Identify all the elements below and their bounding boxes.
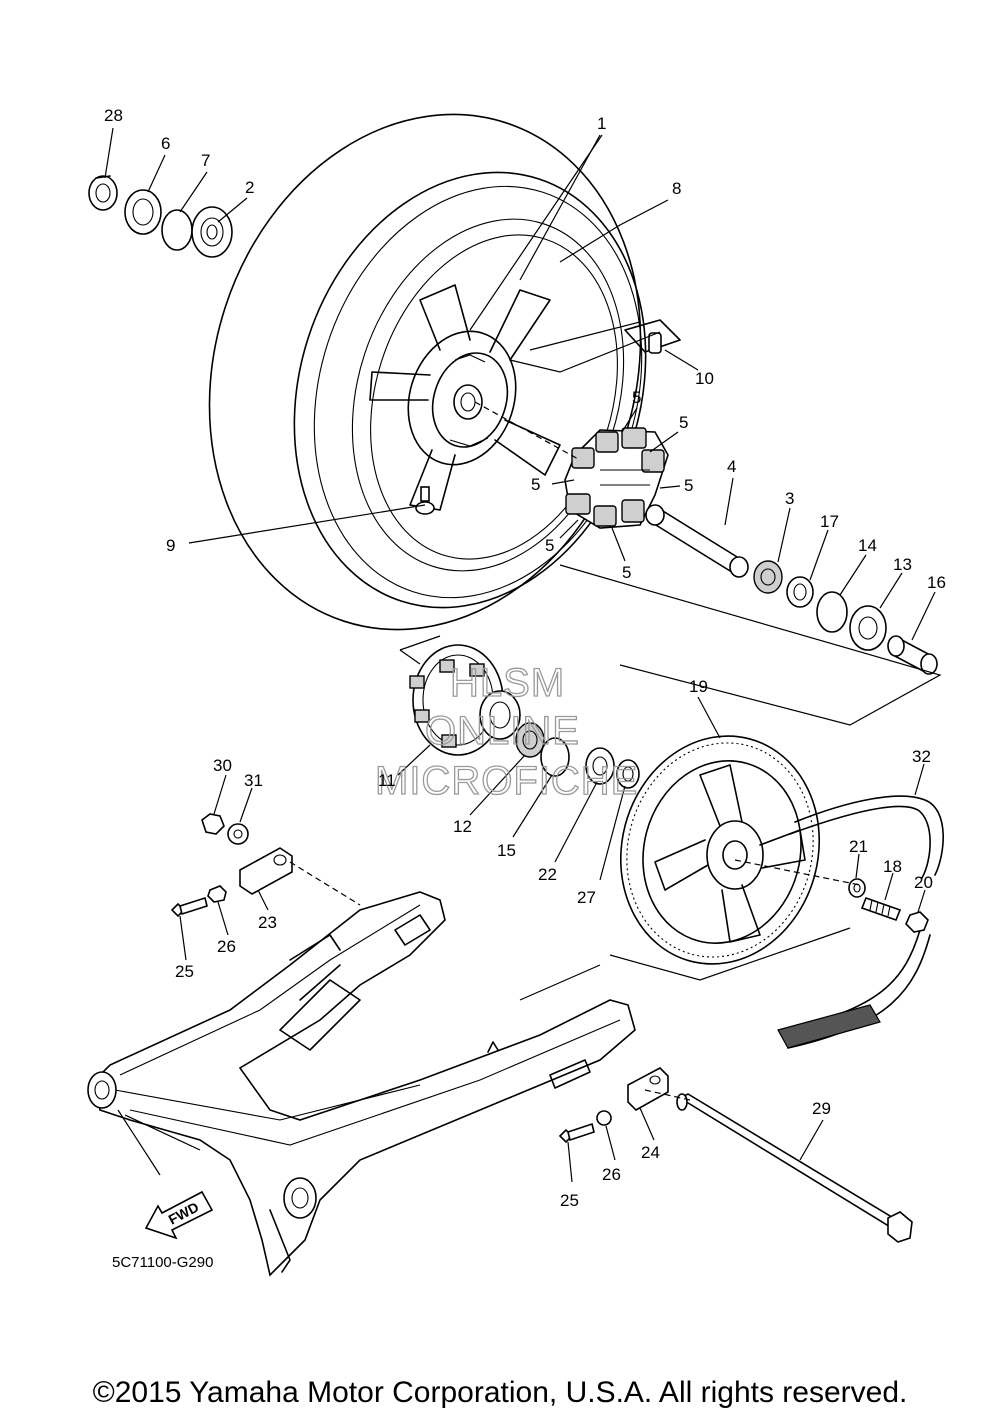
callout-21: 21 xyxy=(849,837,868,856)
callout-24: 24 xyxy=(641,1143,660,1162)
rear-pulley-19 xyxy=(619,735,821,965)
callout-25b: 25 xyxy=(560,1191,579,1210)
watermark-line-3: MICROFICHE xyxy=(375,759,638,803)
callout-5b: 5 xyxy=(679,413,688,432)
callout-4: 4 xyxy=(727,457,736,476)
callout-18: 18 xyxy=(883,857,902,876)
callout-5e: 5 xyxy=(545,536,554,555)
callout-26a: 26 xyxy=(217,937,236,956)
watermark: HLSM ONLINE MICROFICHE xyxy=(374,660,638,803)
swingarm xyxy=(87,891,636,1277)
callout-leaders xyxy=(104,127,936,1183)
callout-5c: 5 xyxy=(531,475,540,494)
assembly-guide-lines xyxy=(289,321,942,1101)
watermark-line-2: ONLINE xyxy=(425,709,580,753)
callout-11: 11 xyxy=(378,771,396,790)
callout-9: 9 xyxy=(166,536,175,555)
callout-2: 2 xyxy=(245,178,254,197)
right-axle-stack xyxy=(645,504,938,675)
left-bearing-stack xyxy=(88,175,233,258)
callout-20: 20 xyxy=(914,873,933,892)
callout-5f: 5 xyxy=(622,563,631,582)
callout-5d: 5 xyxy=(684,476,693,495)
copyright-notice: ©2015 Yamaha Motor Corporation, U.S.A. A… xyxy=(92,1376,908,1409)
callout-10: 10 xyxy=(695,369,714,388)
callout-7: 7 xyxy=(201,151,210,170)
chain-adjuster-left xyxy=(170,813,293,918)
pulley-bolt-set xyxy=(848,878,929,933)
rear-axle-29 xyxy=(676,1093,913,1243)
forward-arrow: FWD xyxy=(144,1190,214,1240)
callout-8: 8 xyxy=(672,179,681,198)
rear-wheel xyxy=(208,113,647,631)
callout-1: 1 xyxy=(597,114,606,133)
callout-15: 15 xyxy=(497,841,516,860)
callout-32: 32 xyxy=(912,747,931,766)
hub-damper-assembly xyxy=(564,427,669,529)
watermark-line-1: HLSM xyxy=(450,661,565,705)
callout-16: 16 xyxy=(927,573,946,592)
callout-14: 14 xyxy=(858,536,877,555)
callout-25a: 25 xyxy=(175,962,194,981)
callout-26b: 26 xyxy=(602,1165,621,1184)
chain-adjuster-right xyxy=(558,1067,669,1144)
callout-31: 31 xyxy=(244,771,263,790)
callout-28: 28 xyxy=(104,106,123,125)
callout-19: 19 xyxy=(689,677,708,696)
callout-17: 17 xyxy=(820,512,839,531)
callout-3: 3 xyxy=(785,489,794,508)
callout-22: 22 xyxy=(538,865,557,884)
drive-belt-32 xyxy=(777,795,944,1049)
callout-30: 30 xyxy=(213,756,232,775)
callout-27: 27 xyxy=(577,888,596,907)
callout-6: 6 xyxy=(161,134,170,153)
callout-12: 12 xyxy=(453,817,472,836)
callout-29: 29 xyxy=(812,1099,831,1118)
clutch-hub-11 xyxy=(409,644,640,789)
clip-10 xyxy=(624,319,681,354)
callout-labels: 28 6 7 2 1 8 10 5 5 5 5 5 5 9 4 3 17 14 … xyxy=(104,106,946,1210)
callout-13: 13 xyxy=(893,555,912,574)
callout-23: 23 xyxy=(258,913,277,932)
drawing-code: 5C71100-G290 xyxy=(112,1254,213,1271)
callout-5a: 5 xyxy=(632,388,641,407)
